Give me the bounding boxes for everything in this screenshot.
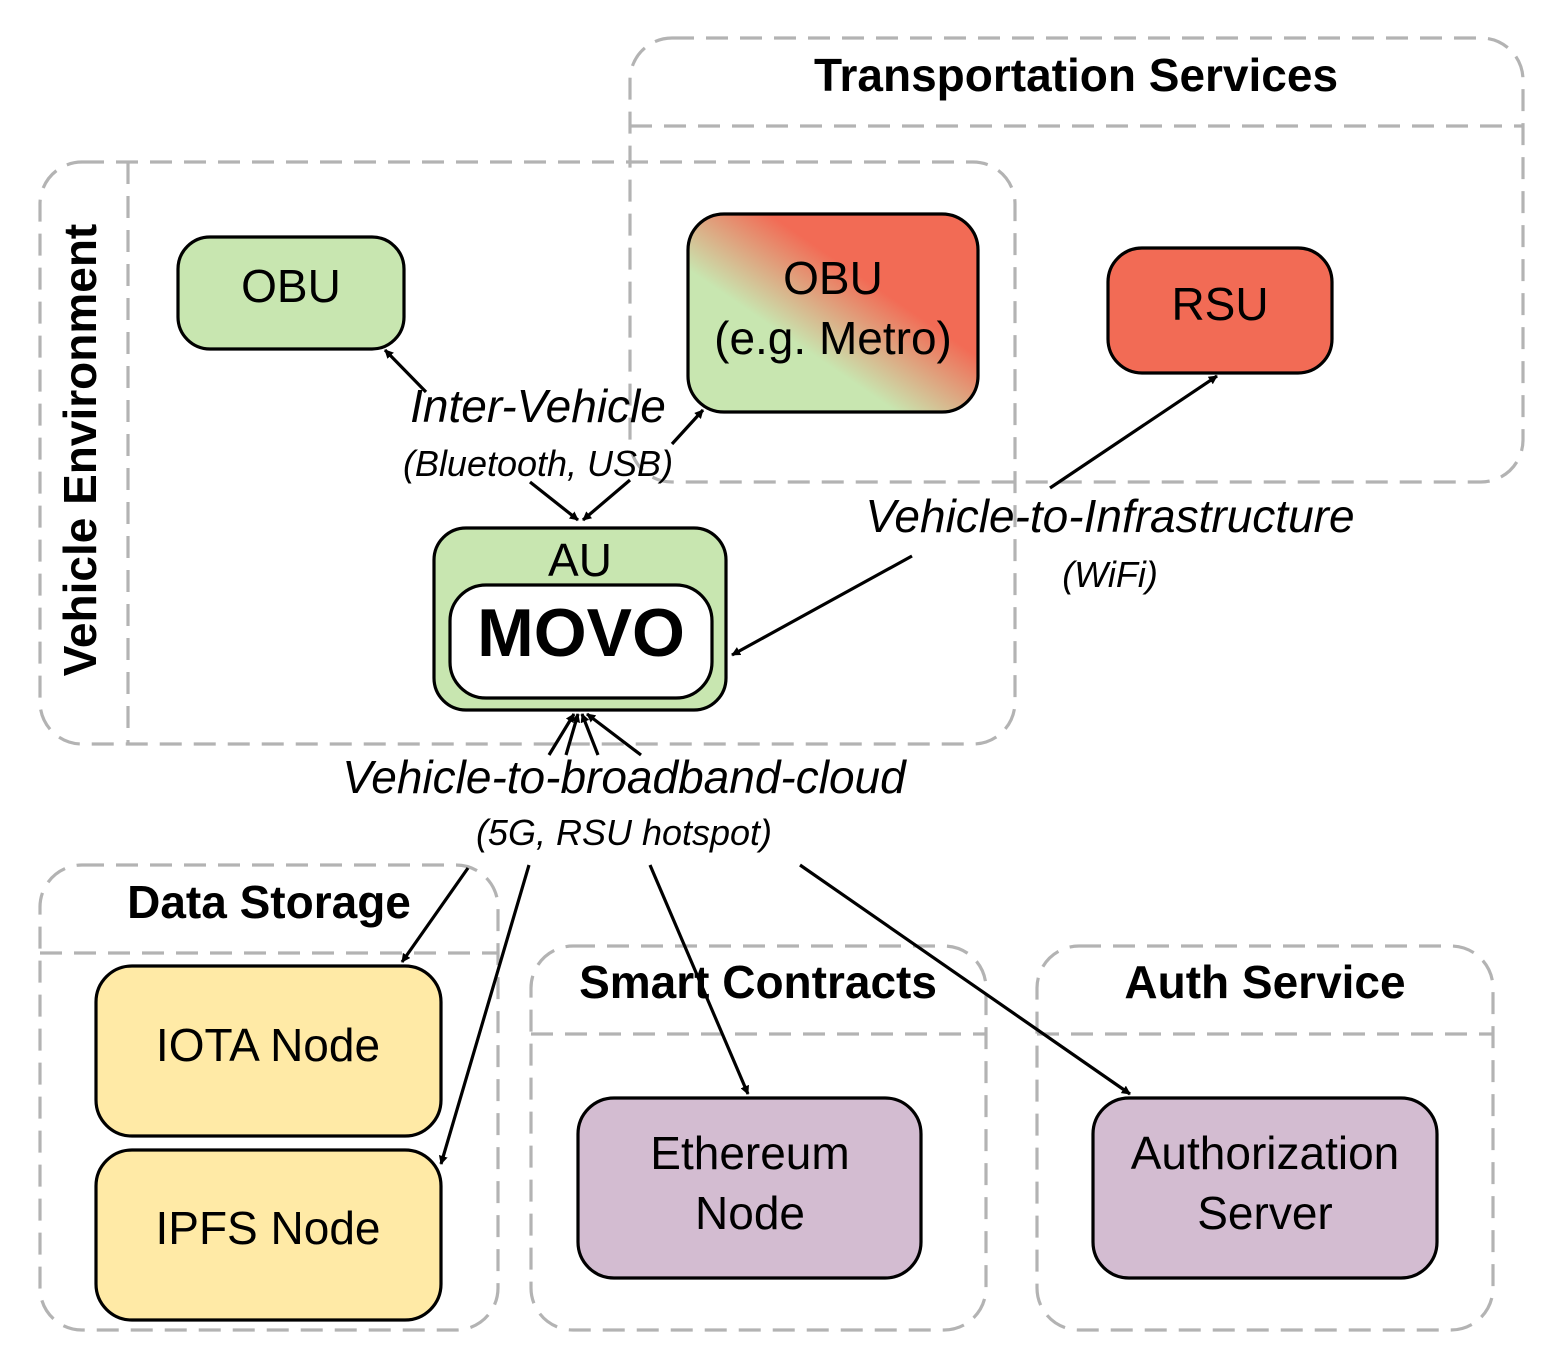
edge-inter-vehicle: Inter-Vehicle (Bluetooth, USB): [383, 348, 705, 522]
edge-vehicle-to-cloud: Vehicle-to-broadband-cloud (5G, RSU hots…: [342, 712, 1131, 1165]
arrow-cloud-to-au-4: [586, 712, 642, 757]
group-data-storage: Data Storage: [38, 863, 500, 1332]
arrow-to-obu: [383, 348, 428, 394]
arrow-to-ipfs: [438, 864, 531, 1165]
node-obu-metro: OBU (e.g. Metro): [686, 212, 980, 414]
arrow-to-rsu: [1049, 374, 1218, 490]
v2c-label: Vehicle-to-broadband-cloud: [342, 751, 907, 803]
node-iota-label: IOTA Node: [156, 1019, 380, 1071]
arrow-to-au-left: [529, 480, 579, 522]
group-title-contracts: Smart Contracts: [579, 956, 937, 1008]
node-authorization-line1: Authorization: [1131, 1127, 1400, 1179]
node-obu-metro-line1: OBU: [783, 252, 883, 304]
node-obu-metro-line2: (e.g. Metro): [714, 312, 952, 364]
node-au: AU MOVO: [432, 526, 728, 712]
movo-label: MOVO: [477, 595, 685, 671]
node-authorization-server: Authorization Server: [1091, 1096, 1439, 1280]
group-smart-contracts: Smart Contracts: [529, 944, 988, 1332]
group-title-transportation: Transportation Services: [814, 49, 1338, 101]
arrow-to-au-right: [581, 478, 632, 522]
arrow-to-iota: [400, 867, 470, 963]
node-ethereum: Ethereum Node: [576, 1096, 923, 1280]
arrow-cloud-to-au-3: [580, 713, 600, 756]
arrow-to-authorization: [799, 863, 1131, 1096]
node-authorization-line2: Server: [1197, 1187, 1332, 1239]
v2i-label: Vehicle-to-Infrastructure: [865, 490, 1354, 542]
group-auth-service: Auth Service: [1035, 944, 1495, 1332]
group-title-vehicle: Vehicle Environment: [54, 224, 106, 676]
node-iota: IOTA Node: [94, 964, 443, 1138]
node-ipfs: IPFS Node: [94, 1148, 443, 1322]
node-ethereum-line1: Ethereum: [650, 1127, 849, 1179]
node-obu-label: OBU: [241, 260, 341, 312]
arrow-cloud-to-au-1: [547, 713, 576, 756]
arrow-v2i-to-au: [731, 554, 913, 657]
arrow-cloud-to-au-2: [564, 713, 581, 756]
arrow-to-obu-metro: [670, 408, 705, 446]
node-obu: OBU: [176, 235, 406, 351]
group-vehicle-environment: Vehicle Environment: [38, 160, 1017, 746]
edge-vehicle-to-infrastructure: Vehicle-to-Infrastructure (WiFi): [731, 374, 1355, 657]
node-au-label: AU: [548, 534, 612, 586]
inter-vehicle-label: Inter-Vehicle: [410, 380, 666, 432]
group-title-storage: Data Storage: [127, 876, 411, 928]
v2c-sublabel: (5G, RSU hotspot): [476, 812, 772, 853]
arrow-to-ethereum: [648, 864, 750, 1095]
node-rsu-label: RSU: [1171, 278, 1268, 330]
group-transportation-services: Transportation Services: [628, 36, 1525, 484]
node-ipfs-label: IPFS Node: [156, 1202, 381, 1254]
node-rsu: RSU: [1106, 246, 1334, 375]
node-ethereum-line2: Node: [695, 1187, 805, 1239]
v2i-sublabel: (WiFi): [1062, 554, 1158, 595]
inter-vehicle-sublabel: (Bluetooth, USB): [403, 443, 673, 484]
group-title-auth: Auth Service: [1124, 956, 1405, 1008]
